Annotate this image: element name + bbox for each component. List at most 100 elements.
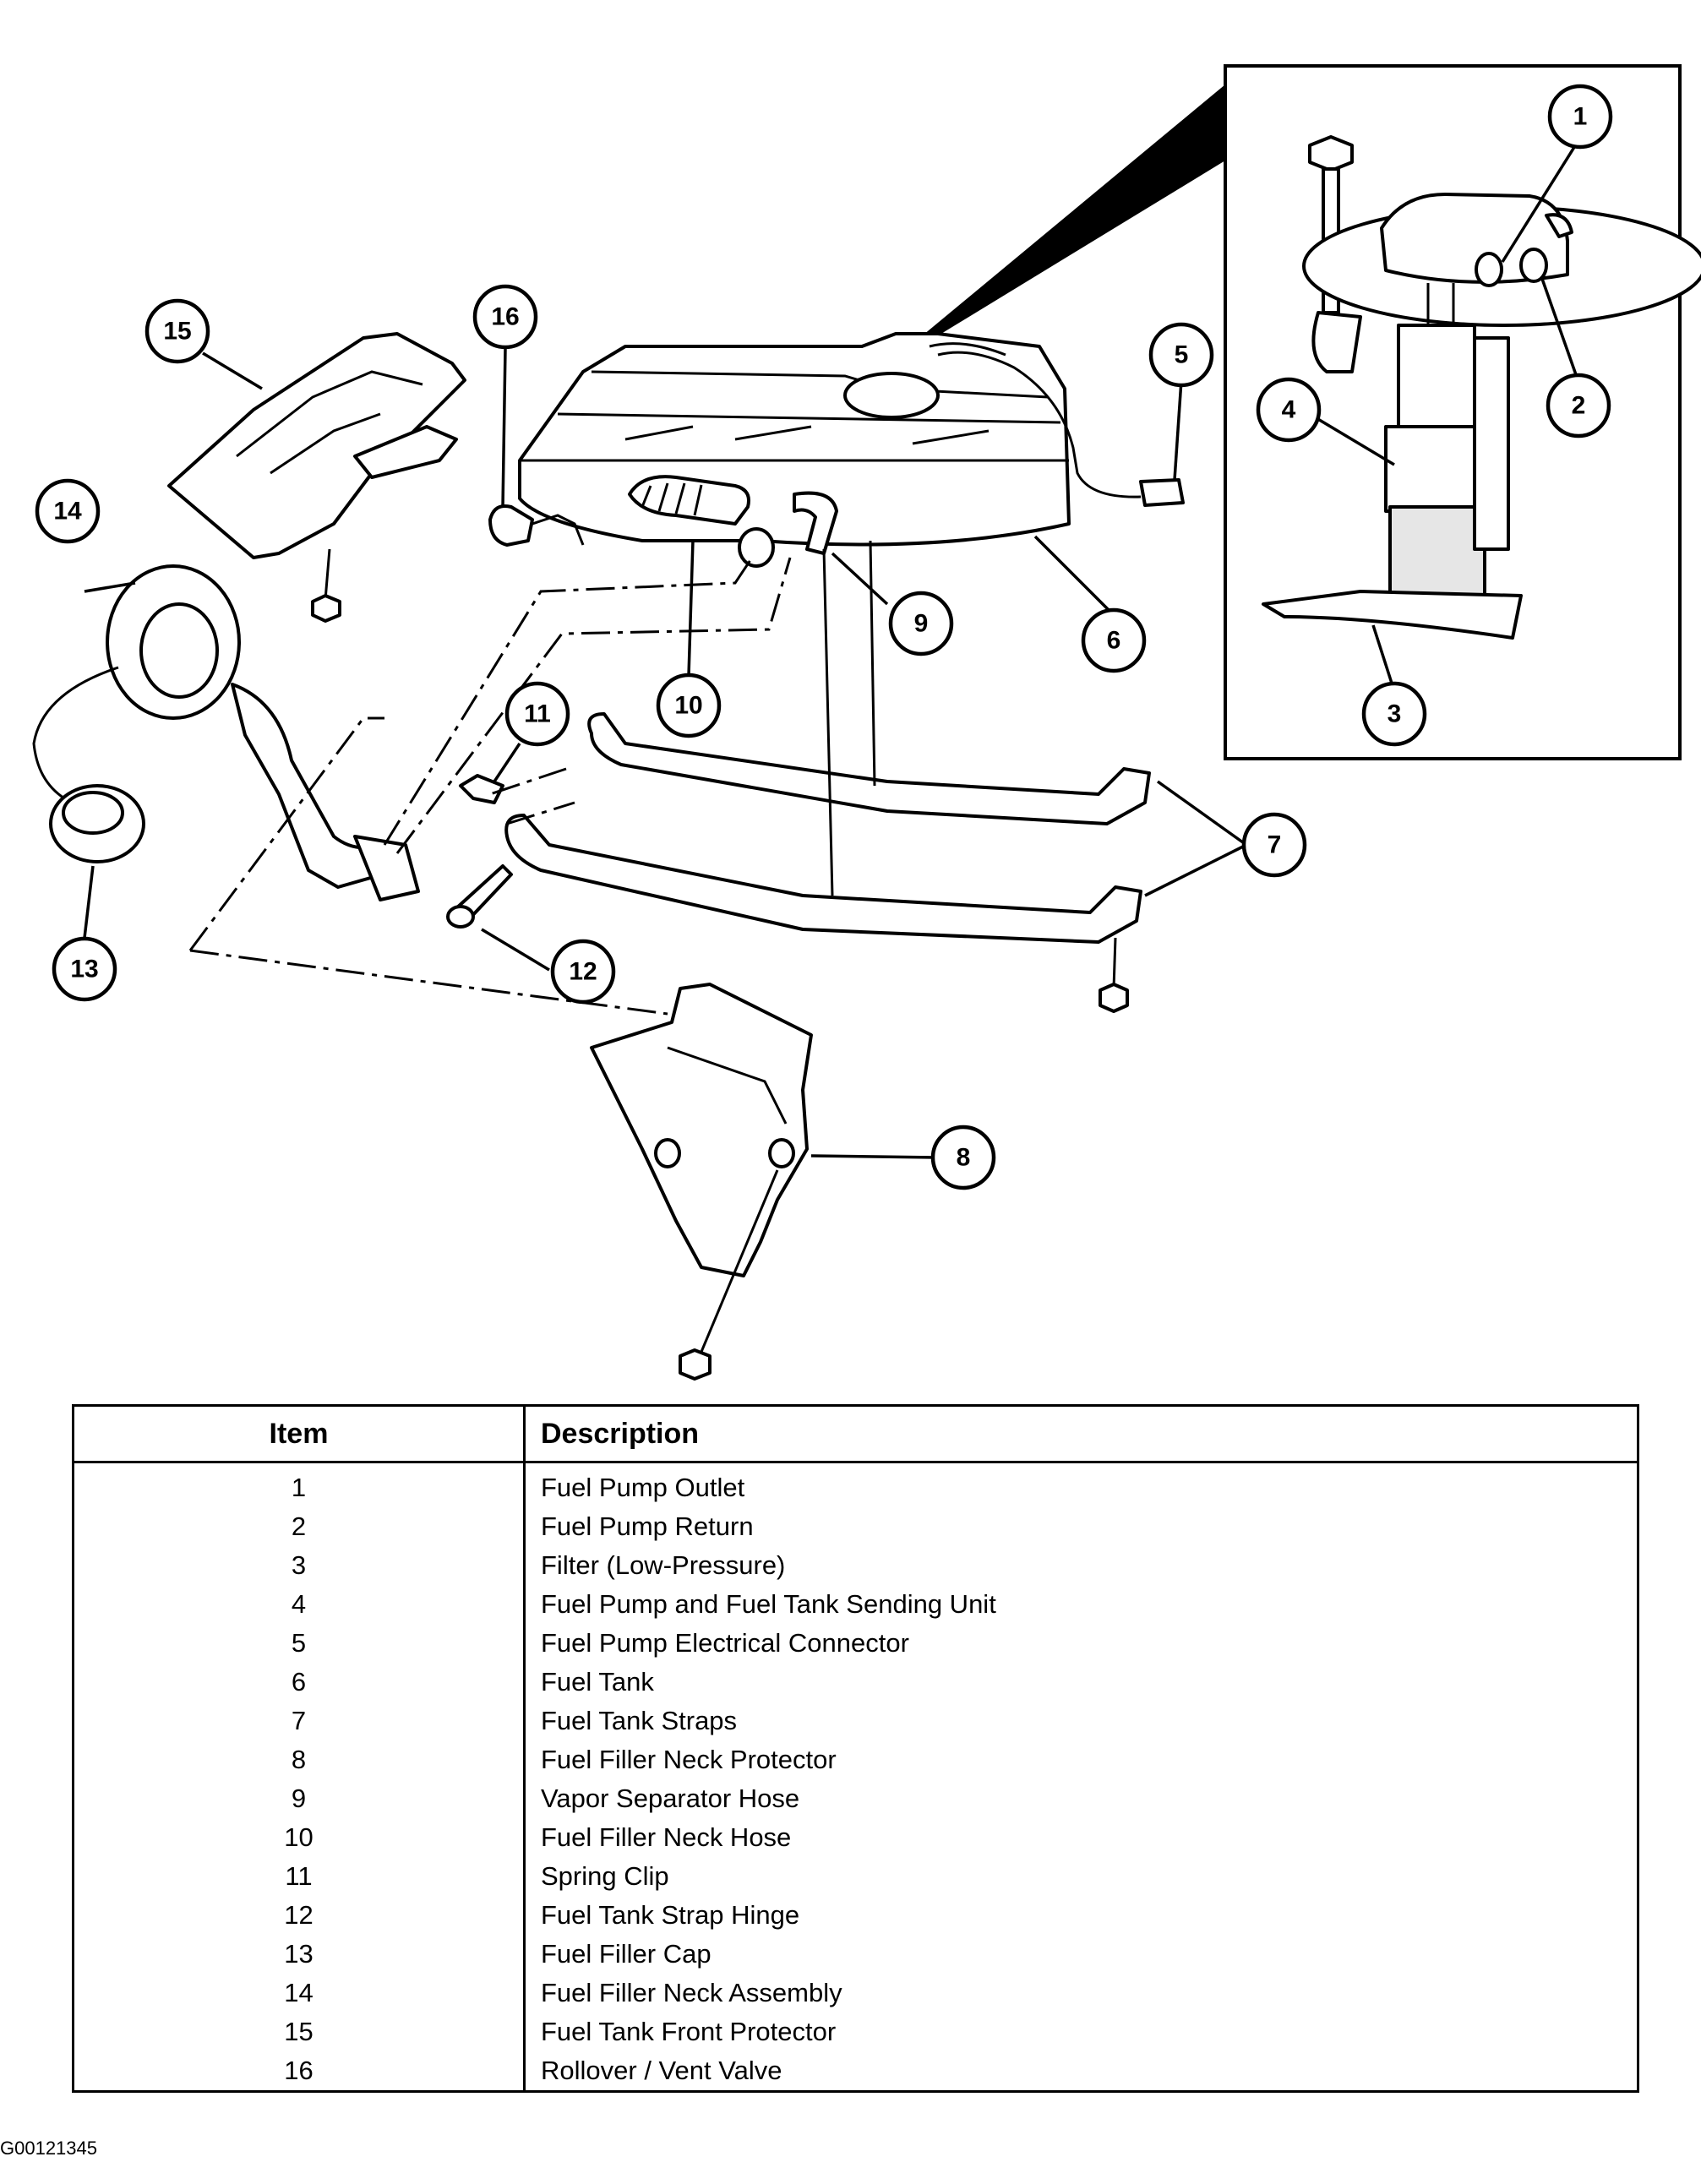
item-number-cell: 4 [73, 1585, 526, 1624]
item-number-cell: 11 [73, 1857, 526, 1896]
table-row: 4 Fuel Pump and Fuel Tank Sending Unit [73, 1585, 1638, 1624]
fuel-pump-module-drawing [1262, 135, 1701, 640]
callout-2-label: 2 [1572, 392, 1586, 420]
table-row: 9 Vapor Separator Hose [73, 1779, 1638, 1818]
item-number-cell: 9 [73, 1779, 526, 1818]
description-cell: Fuel Filler Neck Protector [541, 1745, 837, 1774]
callout-9-label: 9 [914, 610, 929, 638]
callout-leaders [83, 137, 1582, 1159]
callout-2: 2 [1546, 373, 1611, 438]
filler-neck-hose-drawing [628, 475, 838, 568]
description-cell: Fuel Filler Cap [541, 1939, 711, 1969]
description-cell: Fuel Pump and Fuel Tank Sending Unit [541, 1589, 996, 1619]
item-number-cell: 7 [73, 1702, 526, 1740]
description-cell: Fuel Pump Outlet [541, 1473, 745, 1502]
table-row: 8 Fuel Filler Neck Protector [73, 1740, 1638, 1779]
callout-16-label: 16 [491, 303, 519, 331]
callout-15-label: 15 [163, 318, 191, 346]
figure-id: G00121345 [0, 2138, 97, 2159]
description-cell: Fuel Pump Return [541, 1511, 754, 1541]
electrical-connector-drawing [1139, 478, 1185, 507]
description-cell: Fuel Pump Electrical Connector [541, 1628, 909, 1658]
filler-neck-assembly-drawing [32, 564, 420, 901]
table-row: 15 Fuel Tank Front Protector [73, 2012, 1638, 2051]
callout-12: 12 [550, 939, 616, 1005]
table-row: 1 Fuel Pump Outlet [73, 1462, 1638, 1507]
table-row: 2 Fuel Pump Return [73, 1507, 1638, 1546]
callout-14-label: 14 [53, 498, 82, 526]
item-number-cell: 3 [73, 1546, 526, 1585]
callout-4-label: 4 [1282, 396, 1296, 424]
table-row: 14 Fuel Filler Neck Assembly [73, 1974, 1638, 2012]
fuel-tank-straps-drawing [504, 712, 1151, 1013]
item-number-cell: 13 [73, 1935, 526, 1974]
item-number-cell: 5 [73, 1624, 526, 1663]
callout-14: 14 [35, 478, 101, 544]
table-row: 5 Fuel Pump Electrical Connector [73, 1624, 1638, 1663]
description-cell: Fuel Filler Neck Assembly [541, 1978, 842, 2007]
description-cell: Vapor Separator Hose [541, 1784, 800, 1813]
table-row: 12 Fuel Tank Strap Hinge [73, 1896, 1638, 1935]
spring-clip-drawing [459, 774, 504, 804]
description-cell: Fuel Filler Neck Hose [541, 1822, 792, 1852]
callout-13-label: 13 [70, 956, 98, 983]
callout-15: 15 [144, 298, 210, 364]
table-row: 7 Fuel Tank Straps [73, 1702, 1638, 1740]
strap-hinge-pin-drawing [446, 864, 513, 929]
callout-1: 1 [1547, 84, 1613, 150]
callout-5-label: 5 [1175, 341, 1189, 369]
callout-8-label: 8 [957, 1144, 971, 1172]
callout-12-label: 12 [569, 958, 597, 986]
item-number-cell: 15 [73, 2012, 526, 2051]
description-cell: Fuel Tank [541, 1667, 654, 1697]
callout-13: 13 [52, 936, 117, 1002]
callout-1-label: 1 [1573, 103, 1588, 131]
callout-3: 3 [1361, 681, 1427, 747]
table-row: 3 Filter (Low-Pressure) [73, 1546, 1638, 1585]
callout-11: 11 [504, 681, 570, 747]
callout-8: 8 [930, 1125, 996, 1190]
item-number-cell: 14 [73, 1974, 526, 2012]
rollover-vent-valve-drawing [488, 504, 585, 547]
item-number-cell: 8 [73, 1740, 526, 1779]
fuel-system-exploded-diagram: 1 2 3 4 5 6 7 8 9 10 11 12 [32, 64, 1701, 1381]
inset-pointer-wedge [879, 84, 1225, 372]
callout-6: 6 [1081, 607, 1147, 673]
strap-bolt-icon [1099, 937, 1129, 1013]
description-cell: Fuel Tank Straps [541, 1706, 738, 1735]
table-row: 6 Fuel Tank [73, 1663, 1638, 1702]
item-number-cell: 2 [73, 1507, 526, 1546]
item-number-cell: 6 [73, 1663, 526, 1702]
fuel-filler-cap-drawing [49, 784, 145, 863]
item-number-cell: 1 [73, 1462, 526, 1507]
front-protector-drawing [167, 332, 466, 623]
callout-6-label: 6 [1107, 627, 1121, 655]
protector-lower-bolt-icon [679, 1169, 779, 1381]
callout-7: 7 [1241, 812, 1307, 878]
item-column-header: Item [73, 1405, 526, 1463]
description-cell: Filter (Low-Pressure) [541, 1550, 786, 1580]
item-number-cell: 10 [73, 1818, 526, 1857]
item-number-cell: 16 [73, 2051, 526, 2092]
callout-9: 9 [888, 591, 954, 656]
callout-5: 5 [1148, 322, 1214, 388]
table-header-row: Item Description [73, 1405, 1638, 1463]
callout-10: 10 [656, 673, 722, 738]
table-row: 11 Spring Clip [73, 1857, 1638, 1896]
callout-10-label: 10 [674, 692, 702, 720]
description-cell: Rollover / Vent Valve [541, 2056, 782, 2085]
description-cell: Fuel Tank Front Protector [541, 2017, 837, 2046]
table-row: 10 Fuel Filler Neck Hose [73, 1818, 1638, 1857]
description-cell: Fuel Tank Strap Hinge [541, 1900, 800, 1930]
table-row: 13 Fuel Filler Cap [73, 1935, 1638, 1974]
callout-7-label: 7 [1268, 831, 1282, 859]
callout-16: 16 [472, 284, 538, 350]
table-row: 16 Rollover / Vent Valve [73, 2051, 1638, 2092]
item-number-cell: 12 [73, 1896, 526, 1935]
description-cell: Spring Clip [541, 1861, 669, 1891]
callout-11-label: 11 [524, 700, 551, 728]
description-column-header: Description [524, 1405, 1638, 1463]
callout-4: 4 [1256, 377, 1322, 443]
callout-3-label: 3 [1388, 700, 1402, 728]
